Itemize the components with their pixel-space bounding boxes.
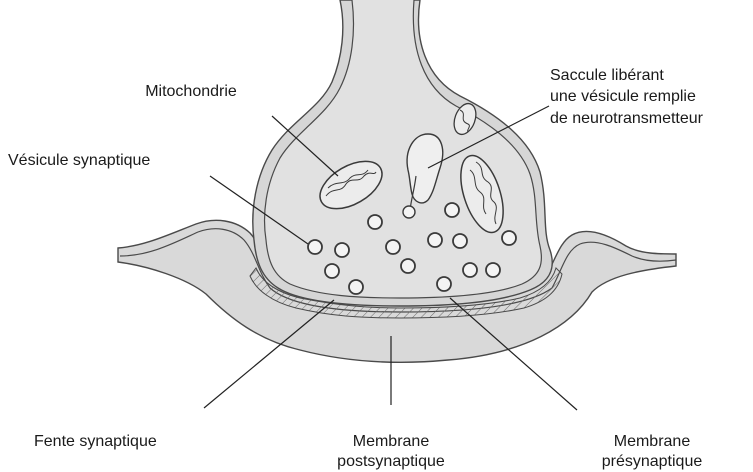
label-membrane-presynaptique-line1: Membrane	[614, 433, 691, 450]
label-saccule-line3: de neurotransmetteur	[550, 110, 704, 127]
vesicle	[445, 203, 459, 217]
vesicle	[386, 240, 400, 254]
label-vesicule-synaptique: Vésicule synaptique	[8, 152, 150, 169]
label-mitochondrie: Mitochondrie	[145, 83, 237, 100]
vesicle	[401, 259, 415, 273]
vesicle	[308, 240, 322, 254]
label-fente-synaptique: Fente synaptique	[34, 433, 157, 450]
vesicle	[325, 264, 339, 278]
presynaptic-membrane	[265, 0, 542, 298]
label-membrane-postsynaptique-line1: Membrane	[353, 433, 430, 450]
vesicle	[349, 280, 363, 294]
vesicle	[486, 263, 500, 277]
vesicle	[335, 243, 349, 257]
label-saccule-line2: une vésicule remplie	[550, 88, 696, 105]
vesicle	[428, 233, 442, 247]
vesicle	[437, 277, 451, 291]
label-saccule-line1: Saccule libérant	[550, 67, 664, 84]
vesicle	[463, 263, 477, 277]
vesicle	[368, 215, 382, 229]
vesicle	[502, 231, 516, 245]
label-membrane-presynaptique-line2: présynaptique	[602, 453, 703, 470]
vesicle	[453, 234, 467, 248]
label-membrane-postsynaptique-line2: postsynaptique	[337, 453, 445, 470]
